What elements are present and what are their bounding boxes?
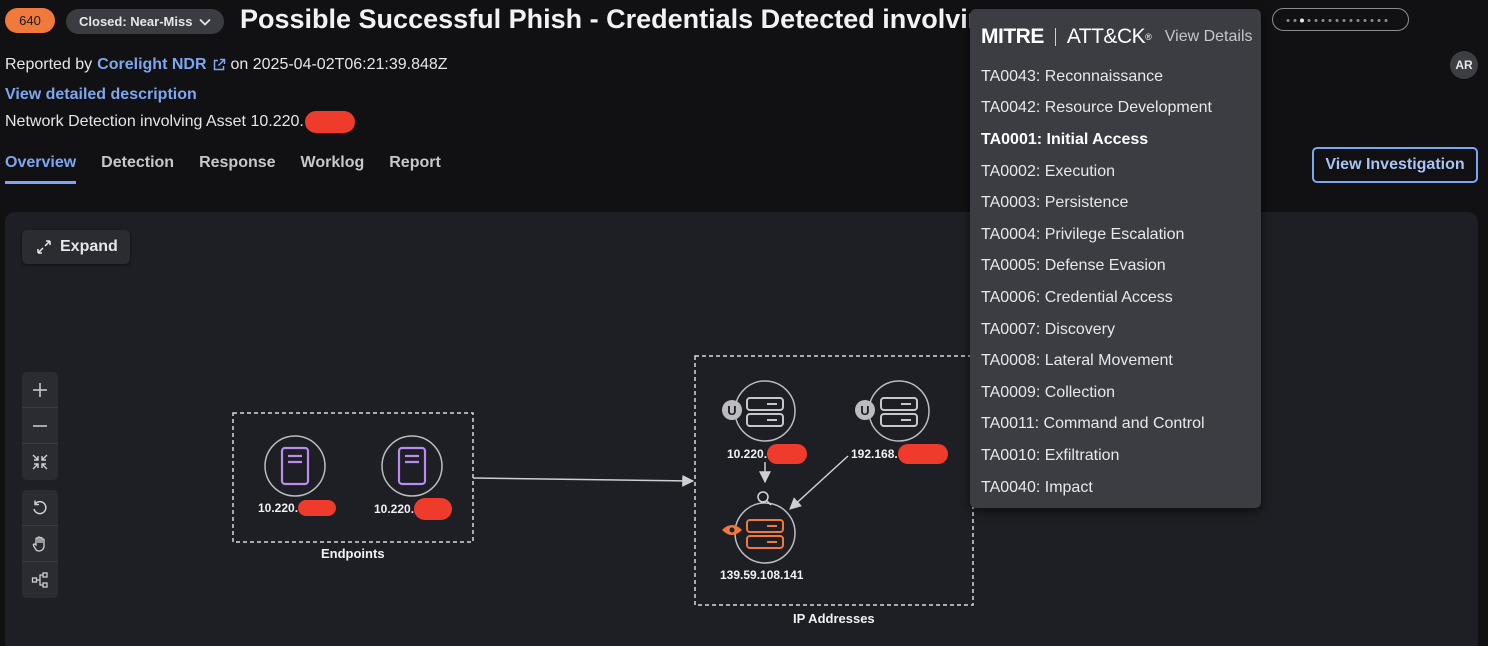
avatar[interactable]: AR <box>1450 51 1478 79</box>
hand-icon <box>32 535 45 552</box>
tactic-item[interactable]: TA0003: Persistence <box>981 194 1129 212</box>
reported-line: Reported by Corelight NDR on 2025-04-02T… <box>5 56 448 74</box>
status-label: Closed: Near-Miss <box>79 14 193 29</box>
reporter-link[interactable]: Corelight NDR <box>97 56 207 73</box>
endpoints-group-label: Endpoints <box>321 546 385 561</box>
endpoint-node-2[interactable] <box>381 435 443 497</box>
reported-timestamp: on 2025-04-02T06:21:39.848Z <box>230 56 448 73</box>
tab-overview[interactable]: Overview <box>5 154 77 184</box>
dots-icon <box>1286 18 1388 23</box>
expand-icon <box>37 240 51 254</box>
endpoint-node-1[interactable] <box>264 435 326 497</box>
tactic-item[interactable]: TA0002: Execution <box>981 162 1116 180</box>
ip-node-1[interactable]: U <box>722 380 796 442</box>
plus-icon <box>33 382 47 397</box>
view-description-link[interactable]: View detailed description <box>5 86 197 103</box>
view-details-link[interactable]: View Details <box>1164 28 1253 45</box>
network-detection-text: Network Detection involving Asset 10.220… <box>5 113 304 130</box>
expand-button[interactable]: Expand <box>22 230 130 264</box>
edge-ip2-to-ip3 <box>789 455 849 510</box>
tactic-item[interactable]: TA0001: Initial Access <box>981 130 1149 148</box>
ip-1-label: 10.220. <box>727 444 808 464</box>
tactic-item[interactable]: TA0005: Defense Evasion <box>981 257 1166 275</box>
tactic-item[interactable]: TA0040: Impact <box>981 478 1093 496</box>
external-link-icon[interactable] <box>212 58 226 72</box>
tactic-item[interactable]: TA0007: Discovery <box>981 320 1115 338</box>
score-badge: 640 <box>5 8 55 33</box>
logo-divider <box>1054 28 1056 46</box>
redaction-mark <box>304 111 355 133</box>
redaction-mark <box>897 444 948 464</box>
minus-icon <box>33 424 47 427</box>
ip-3-label: 139.59.108.141 <box>720 568 804 582</box>
mitre-header: MITRE ATT&CK® View Details <box>981 25 1253 49</box>
ip-2-label: 192.168. <box>851 444 948 464</box>
status-dropdown[interactable]: Closed: Near-Miss <box>66 9 224 34</box>
zoom-in-button[interactable] <box>22 372 58 408</box>
ip-node-2[interactable]: U <box>855 380 930 442</box>
tab-bar: Overview Detection Response Worklog Repo… <box>5 154 441 184</box>
progress-indicator[interactable] <box>1272 8 1409 31</box>
undo-icon <box>33 500 47 514</box>
expand-label: Expand <box>60 238 118 255</box>
ip-node-3[interactable] <box>722 491 796 564</box>
tab-worklog[interactable]: Worklog <box>300 154 365 171</box>
registered-mark: ® <box>1145 32 1152 42</box>
redaction-mark <box>298 500 337 516</box>
svg-text:U: U <box>860 403 869 418</box>
mitre-logo: MITRE <box>981 25 1044 48</box>
tactic-item[interactable]: TA0008: Lateral Movement <box>981 352 1173 370</box>
tab-report[interactable]: Report <box>389 154 441 171</box>
mitre-attack-popover: MITRE ATT&CK® View Details TA0043: Recon… <box>970 9 1261 508</box>
hierarchy-icon <box>31 572 48 588</box>
tab-detection[interactable]: Detection <box>101 154 175 171</box>
tab-response[interactable]: Response <box>199 154 276 171</box>
reported-prefix: Reported by <box>5 56 93 73</box>
redaction-mark <box>414 498 453 520</box>
reset-button[interactable] <box>22 490 58 526</box>
graph-edges: U U <box>232 355 974 606</box>
tactic-item[interactable]: TA0009: Collection <box>981 383 1115 401</box>
tactic-item[interactable]: TA0042: Resource Development <box>981 99 1212 117</box>
attack-logo: ATT&CK <box>1066 25 1146 48</box>
edge-endpoints-to-ips <box>472 474 695 487</box>
tactic-item[interactable]: TA0011: Command and Control <box>981 415 1205 433</box>
zoom-toolbar <box>22 372 58 480</box>
layout-button[interactable] <box>22 562 58 598</box>
network-detection-line: Network Detection involving Asset 10.220… <box>5 111 355 133</box>
svg-text:U: U <box>727 403 736 418</box>
tactic-item[interactable]: TA0004: Privilege Escalation <box>981 225 1185 243</box>
view-investigation-button[interactable]: View Investigation <box>1312 147 1478 183</box>
collapse-icon <box>32 454 48 470</box>
page-title: Possible Successful Phish - Credentials … <box>240 4 1001 34</box>
graph-tools <box>22 490 58 598</box>
endpoint-1-label: 10.220. <box>258 500 337 516</box>
fit-view-button[interactable] <box>22 444 58 480</box>
pan-button[interactable] <box>22 526 58 562</box>
zoom-out-button[interactable] <box>22 408 58 444</box>
chevron-down-icon <box>199 18 212 26</box>
ip-addresses-group-label: IP Addresses <box>793 611 875 626</box>
tactic-item[interactable]: TA0006: Credential Access <box>981 288 1173 306</box>
tactic-item[interactable]: TA0010: Exfiltration <box>981 446 1120 464</box>
endpoint-2-label: 10.220. <box>374 498 453 520</box>
endpoints-group-box <box>232 412 474 543</box>
redaction-mark <box>767 444 808 464</box>
tactic-item[interactable]: TA0043: Reconnaissance <box>981 67 1164 85</box>
